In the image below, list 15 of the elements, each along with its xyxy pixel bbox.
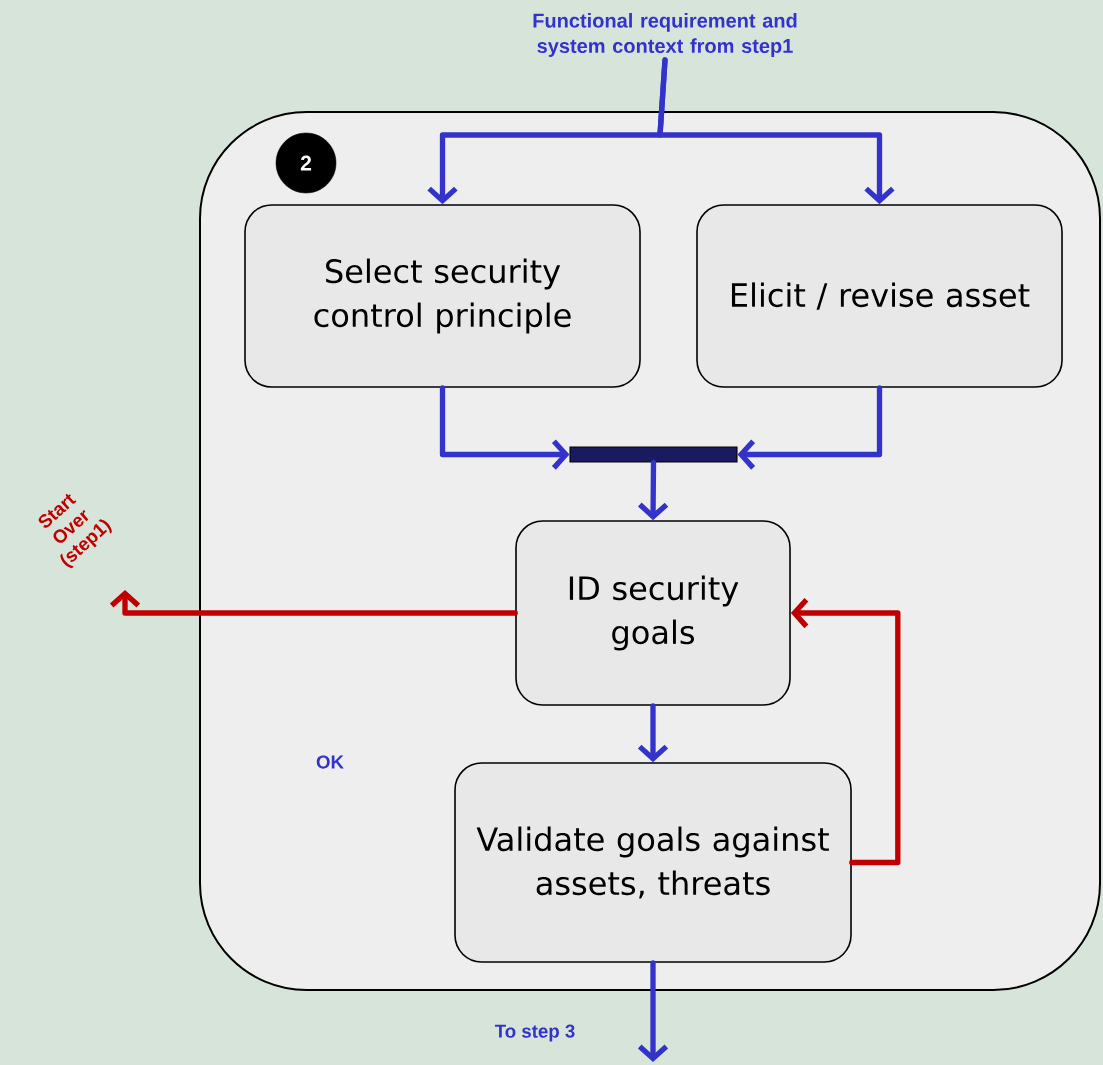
join-bar xyxy=(569,446,738,463)
edge-label: To step 3 xyxy=(494,1024,575,1042)
arrow xyxy=(109,590,518,616)
arrow xyxy=(637,960,669,1062)
activity-box: Elicit / revise asset xyxy=(696,204,1063,388)
arrow xyxy=(737,385,883,470)
arrow xyxy=(439,385,570,470)
arrow xyxy=(790,597,901,866)
activity-box: Select security control principle xyxy=(244,204,641,388)
input-text: Functional requirement and system context from step1 xyxy=(533,13,797,57)
step-number-badge: 2 xyxy=(275,132,337,194)
arrow xyxy=(657,57,895,205)
activity-box: ID security goals xyxy=(515,520,791,706)
status-label: OK xyxy=(316,755,344,769)
activity-box: Validate goals against assets, threats xyxy=(454,762,852,963)
